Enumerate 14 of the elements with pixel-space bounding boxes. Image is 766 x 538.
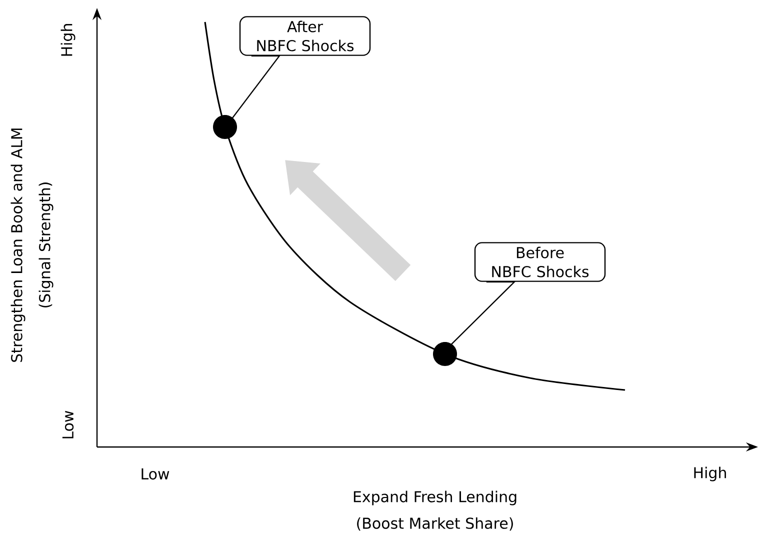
callout-tail [449, 281, 516, 346]
axis-title: (Boost Market Share) [357, 517, 513, 531]
axis-level-label: High [694, 466, 726, 482]
axis-title: (Signal Strength) [38, 182, 54, 308]
axis-title: Strengthen Loan Book and ALM [10, 128, 26, 362]
axis-level-label: High [60, 24, 76, 56]
callout-tail [230, 55, 281, 120]
point-marker [433, 342, 457, 366]
point-marker [213, 115, 237, 139]
axis-title: Expand Fresh Lending [354, 490, 516, 506]
callout-box: Before NBFC Shocks [474, 242, 606, 282]
axis-level-label: Low [142, 468, 170, 480]
callout-box: After NBFC Shocks [239, 16, 371, 56]
axis-level-label: Low [62, 410, 74, 438]
